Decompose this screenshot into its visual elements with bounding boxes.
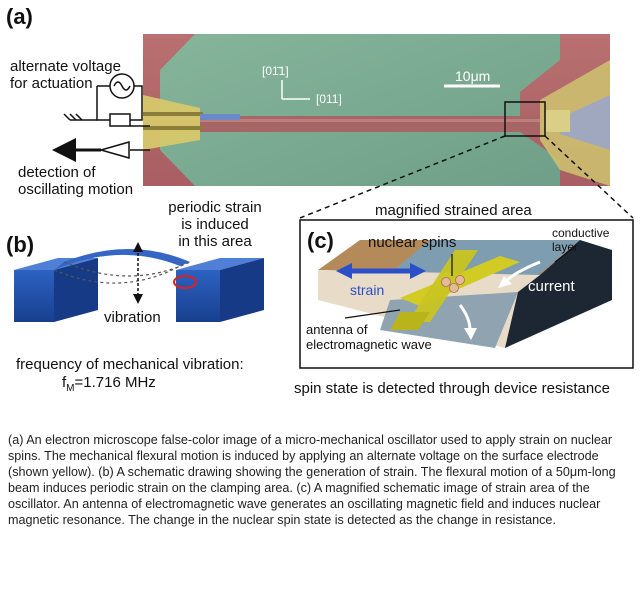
frequency-symbol: f — [62, 374, 67, 391]
panel-c-label: (c) — [307, 228, 334, 253]
magnified-area-title: magnified strained area — [375, 202, 532, 219]
frequency-value: fM=1.716 MHz — [62, 374, 156, 397]
caption-text: (a) An electron microscope false-color i… — [8, 433, 616, 527]
circuit-wires — [52, 73, 150, 162]
sem-micrograph — [143, 34, 610, 186]
figure-graphics — [14, 34, 634, 369]
vibration-label: vibration — [104, 309, 161, 326]
frequency-subscript: M — [66, 383, 75, 394]
figure-caption: (a) An electron microscope false-color i… — [8, 432, 628, 528]
crystal-axis-1: [01̄1] — [262, 64, 289, 78]
actuation-label: alternate voltage for actuation — [10, 58, 121, 92]
nuclear-spins-label: nuclear spins — [368, 234, 457, 251]
strain-note: periodic strain is induced in this area — [168, 199, 262, 250]
panel-a-label: (a) — [6, 4, 33, 29]
frequency-number: =1.716 MHz — [74, 374, 156, 391]
oscillator-schematic — [14, 242, 264, 322]
strain-label: strain — [350, 282, 385, 298]
frequency-title: frequency of mechanical vibration: — [16, 356, 244, 373]
conductive-layer-label: conductive layer — [552, 226, 610, 254]
strained-area-schematic — [299, 219, 634, 369]
resistance-note: spin state is detected through device re… — [294, 380, 611, 397]
crystal-axis-2: [011] — [316, 92, 342, 106]
panel-b-label: (b) — [6, 232, 35, 257]
detection-label: detection of oscillating motion — [18, 164, 134, 198]
current-label: current — [528, 278, 575, 295]
scale-bar-label: 10μm — [455, 68, 491, 84]
antenna-label: antenna of electromagnetic wave — [306, 322, 432, 352]
